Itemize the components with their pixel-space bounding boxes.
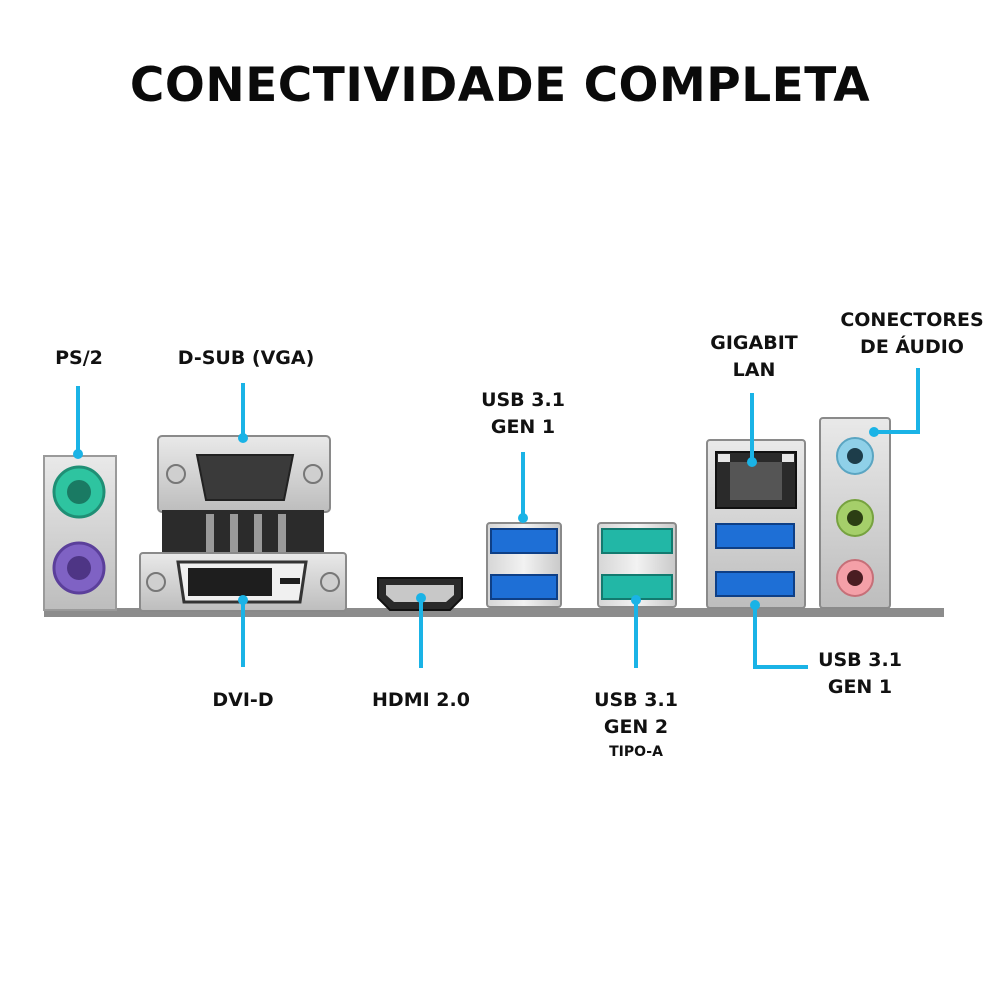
label-dvid: DVI-D	[212, 689, 273, 711]
ps2-port-group	[43, 455, 117, 611]
audio-jack-group	[819, 417, 891, 609]
label-dsub: D-SUB (VGA)	[178, 347, 315, 369]
label-hdmi: HDMI 2.0	[372, 689, 470, 711]
callout-hdmi-dot	[416, 593, 426, 603]
usb-gen2-port-upper	[601, 528, 673, 554]
vga-riser-pin	[278, 514, 286, 556]
callout-audio	[876, 368, 920, 434]
callout-usb-right	[753, 605, 808, 669]
label-lan-line2: LAN	[733, 359, 776, 381]
label-usb-gen2-line2: GEN 2	[604, 716, 668, 738]
label-audio-line1: CONECTORES	[840, 309, 983, 331]
vga-port-group	[157, 435, 331, 558]
callout-audio-dot	[869, 427, 879, 437]
lan-led-left	[718, 454, 730, 462]
vga-riser	[162, 510, 324, 558]
callout-ps2-dot	[73, 449, 83, 459]
usb-gen1-port-upper	[490, 528, 558, 554]
label-audio-line2: DE ÁUDIO	[860, 335, 964, 358]
callout-usb-top-dot	[518, 513, 528, 523]
callout-lan-dot	[747, 457, 757, 467]
callout-usb-gen2-dot	[631, 595, 641, 605]
io-shield-rail	[44, 608, 944, 617]
label-ps2: PS/2	[55, 347, 103, 369]
callout-dsub-dot	[238, 433, 248, 443]
usb-gen2-stack	[597, 522, 677, 608]
vga-riser-pin	[206, 514, 214, 556]
vga-connector	[195, 454, 295, 501]
audio-mic-jack-hole	[847, 570, 863, 586]
usb-gen1-stack-left	[486, 522, 562, 608]
dvi-screw-left	[146, 572, 166, 592]
vga-riser-pin	[254, 514, 262, 556]
dvi-flat-pin	[280, 578, 300, 584]
vga-screw-right	[303, 464, 323, 484]
label-usb-top-line2: GEN 1	[491, 416, 555, 438]
label-usb-right-line2: GEN 1	[828, 676, 892, 698]
usb-gen1-port-lower	[490, 574, 558, 600]
ps2-mouse-port-inner	[67, 480, 91, 504]
label-usb-gen2-line1: USB 3.1	[594, 689, 678, 711]
label-usb-gen2-line3: TIPO-A	[609, 744, 663, 760]
usb-gen1-port-right-lower	[715, 571, 795, 597]
label-usb-right-line1: USB 3.1	[818, 649, 902, 671]
page-title: CONECTIVIDADE COMPLETA	[129, 58, 871, 113]
lan-usb-stack	[706, 439, 806, 609]
usb-gen1-port-right-upper	[715, 523, 795, 549]
vga-screw-left	[166, 464, 186, 484]
label-usb-top-line1: USB 3.1	[481, 389, 565, 411]
lan-led-right	[782, 454, 794, 462]
lan-port-opening	[730, 462, 782, 500]
callout-usb-right-dot	[750, 600, 760, 610]
audio-line-in-jack-hole	[847, 448, 863, 464]
callout-dvid-dot	[238, 595, 248, 605]
ps2-keyboard-port-inner	[67, 556, 91, 580]
callout-lines	[73, 368, 920, 669]
usb-gen2-port-lower	[601, 574, 673, 600]
label-lan-line1: GIGABIT	[710, 332, 798, 354]
audio-line-out-jack-hole	[847, 510, 863, 526]
dvi-pin-block	[188, 568, 272, 596]
dvi-port-group	[139, 552, 347, 612]
dvi-screw-right	[320, 572, 340, 592]
vga-riser-pin	[230, 514, 238, 556]
